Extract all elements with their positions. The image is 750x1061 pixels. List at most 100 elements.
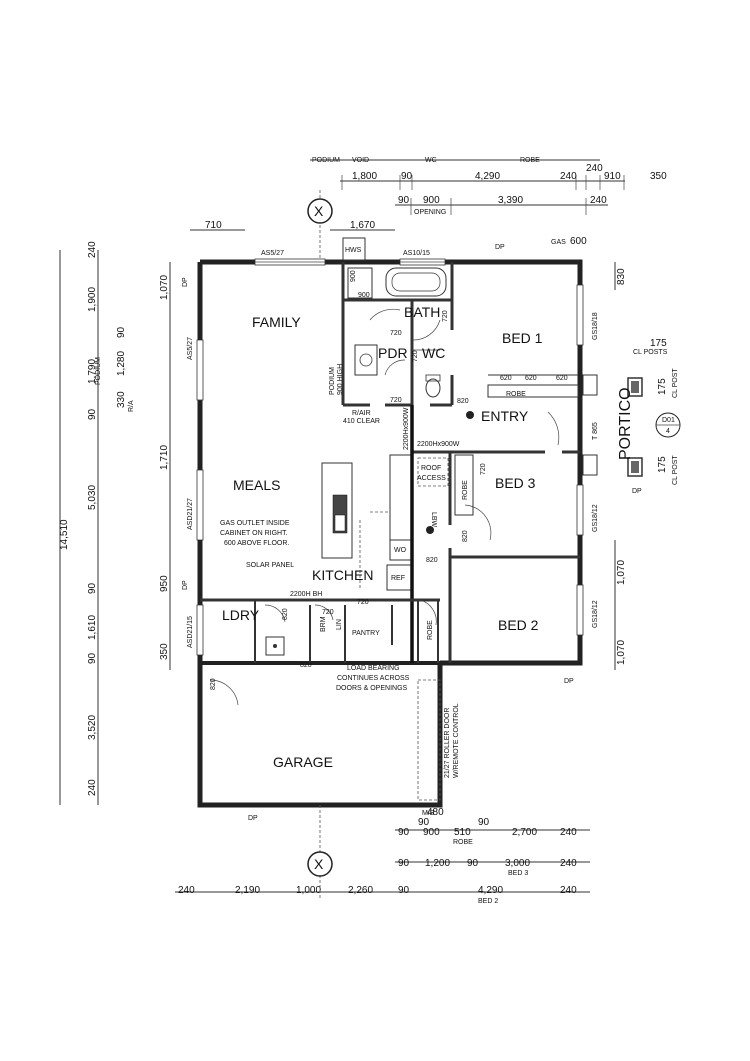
room-label-ldry: LDRY: [222, 607, 260, 623]
dim-label: 240: [87, 241, 98, 258]
door-label: 620: [500, 375, 512, 382]
dp-label: DP: [248, 815, 258, 822]
dim-label: 14,510: [59, 519, 70, 550]
door-label: 820: [300, 662, 312, 669]
note-opening-1: 2200Hx900W: [417, 441, 460, 448]
door-label: 720: [357, 599, 369, 606]
window-label: GS18/18: [592, 312, 599, 340]
dim-label: 90: [87, 582, 98, 594]
dim-label: 240: [560, 827, 577, 838]
note-podium: PODIUM: [329, 367, 336, 395]
section-marker-top: X: [307, 190, 333, 260]
room-label-roof-access-1: ROOF: [421, 465, 441, 472]
dim-label: WC: [425, 157, 437, 164]
dim-label: 90: [418, 817, 430, 828]
room-label-robe: ROBE: [506, 391, 526, 398]
dim-label: ROBE: [453, 839, 473, 846]
dp-label: DP: [182, 277, 189, 287]
door-label: 900: [350, 270, 357, 282]
window-label: GS18/12: [592, 504, 599, 532]
dim-label: 1,000: [296, 885, 321, 896]
dim-label: 600: [570, 236, 587, 247]
dp-label: DP: [182, 580, 189, 590]
dim-label: 1,790: [87, 359, 98, 384]
dim-label: 90: [401, 171, 413, 182]
dim-label: VOID: [352, 157, 369, 164]
dim-label: 90: [116, 326, 127, 338]
door-label: 820: [457, 398, 469, 405]
dim-label: 480: [427, 807, 444, 818]
note-podium-2: 900 HIGH: [337, 364, 344, 395]
room-label-family: FAMILY: [252, 314, 301, 330]
door-label: T 865: [592, 422, 599, 440]
door-label: 720: [442, 310, 449, 322]
section-marker-label: X: [314, 856, 324, 872]
window-label: AS5/27: [187, 337, 194, 360]
dim-label: 90: [398, 885, 410, 896]
window-label: AS10/15: [403, 250, 430, 257]
note-load-bearing-1: LOAD BEARING: [347, 665, 400, 672]
dim-label: 240: [590, 195, 607, 206]
note-rair-2: 410 CLEAR: [343, 418, 380, 425]
room-label-pdr: PDR: [378, 345, 408, 361]
note-opening-ldry: 2200H BH: [290, 591, 322, 598]
room-label-bed1: BED 1: [502, 330, 543, 346]
note-roller-door-1: 21/27 ROLLER DOOR: [444, 708, 451, 778]
dim-label: 3,000: [505, 858, 530, 869]
dp-label: DP: [564, 678, 574, 685]
note-solar-panel: SOLAR PANEL: [246, 562, 294, 569]
dim-label: 90: [467, 858, 479, 869]
room-label-wo: WO: [394, 547, 407, 554]
dim-label: 90: [87, 408, 98, 420]
left-dimensions: 14,510 240 1,900 1,790 90 5,030 90 1,610…: [59, 241, 171, 805]
dim-label: 240: [560, 858, 577, 869]
room-label-ref: REF: [391, 575, 405, 582]
portico: D01 4 PORTICO T 865: [582, 374, 681, 477]
dim-label: 3,390: [498, 195, 523, 206]
room-label-wc: WC: [422, 345, 445, 361]
dim-label: 510: [454, 827, 471, 838]
dim-label: 910: [604, 171, 621, 182]
dim-label: 2,260: [348, 885, 373, 896]
mb-label: M/B: [422, 810, 435, 817]
door-label: 820: [282, 608, 289, 620]
dim-label: 2,190: [235, 885, 260, 896]
section-marker-label: X: [314, 203, 324, 219]
fixtures: HWS: [265, 237, 474, 656]
windows: AS5/27 AS10/15 AS5/27 ASD21/27 ASD21/15 …: [187, 250, 599, 656]
room-label-robe-bed2: ROBE: [427, 620, 434, 640]
internal-walls: [200, 262, 580, 663]
door-label: 820: [462, 530, 469, 542]
room-label-garage: GARAGE: [273, 754, 333, 770]
dim-label: 1,070: [616, 640, 627, 665]
window-label: AS5/27: [261, 250, 284, 257]
note-load-bearing-2: CONTINUES ACROSS: [337, 675, 410, 682]
room-label-bed3: BED 3: [495, 475, 536, 491]
dim-label: R/A: [128, 400, 135, 412]
dim-label: CL POST: [672, 368, 679, 398]
door-labels: 720 720 720 720 820 720 820 820 820 720 …: [210, 270, 568, 690]
room-label-robe-bed3: ROBE: [462, 480, 469, 500]
gas-label: GAS: [551, 239, 566, 246]
room-label-entry: ENTRY: [481, 408, 529, 424]
dim-label: CL POSTS: [633, 349, 668, 356]
room-label-lin: LIN: [336, 619, 343, 630]
window-label: ASD21/15: [187, 616, 194, 648]
room-label-bath: BATH: [404, 304, 440, 320]
dim-label: 90: [398, 827, 410, 838]
dim-label: ROBE: [520, 157, 540, 164]
dim-label: 350: [159, 643, 170, 660]
dim-label: BED 3: [508, 870, 528, 877]
dim-label: PODIUM: [312, 157, 340, 164]
room-label-meals: MEALS: [233, 477, 280, 493]
room-label-brm: BRM: [320, 616, 327, 632]
dim-label: 175: [650, 338, 667, 349]
dim-label: 1,610: [87, 615, 98, 640]
note-gas-outlet-3: 600 ABOVE FLOOR.: [224, 540, 289, 547]
dim-label: 350: [650, 171, 667, 182]
dim-label: 90: [87, 652, 98, 664]
dim-label: 90: [398, 195, 410, 206]
dim-label: BED 2: [478, 898, 498, 905]
door-label: 720: [390, 397, 402, 404]
